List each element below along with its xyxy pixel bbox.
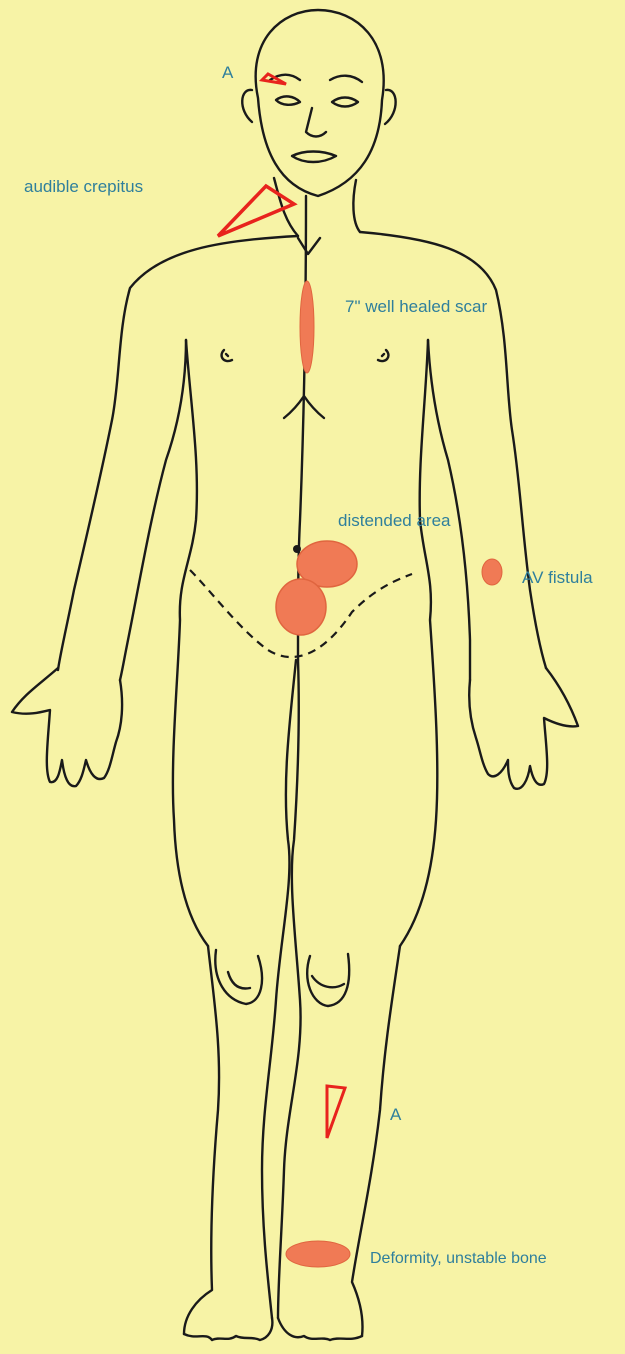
abdomen-label: distended area: [338, 512, 450, 529]
right-foot: [278, 1318, 362, 1340]
right-nipple: [378, 350, 388, 361]
right-inner-arm: [428, 340, 470, 680]
right-eye: [332, 98, 358, 107]
head-marker-label: A: [222, 64, 233, 81]
left-shoulder-arm: [58, 236, 298, 670]
left-inner-arm: [120, 340, 186, 680]
shin-marker-label: A: [390, 1106, 401, 1123]
left-foot: [184, 1318, 272, 1340]
left-eye: [276, 96, 300, 104]
chest-scar-mark: [300, 281, 314, 373]
clavicle-v: [298, 238, 320, 254]
right-leg-inner: [278, 660, 301, 1318]
left-nipple: [222, 350, 232, 361]
left-knee: [215, 950, 262, 1004]
torso-left: [173, 340, 208, 946]
body-outline: [12, 10, 578, 1340]
shin-triangle-marker: [327, 1086, 345, 1138]
left-hand: [12, 668, 122, 786]
neck-right: [353, 180, 360, 232]
left-leg-inner: [262, 660, 296, 1318]
right-eyebrow: [330, 76, 362, 82]
arm-label: AV fistula: [522, 569, 593, 586]
left-leg-outer: [184, 946, 219, 1334]
right-leg-outer: [352, 946, 400, 1336]
distended-area-lower: [276, 579, 326, 635]
right-hand: [469, 668, 578, 789]
right-knee: [307, 954, 349, 1006]
neck-label: audible crepitus: [24, 178, 143, 195]
ankle-label: Deformity, unstable bone: [370, 1251, 547, 1267]
left-ear: [242, 90, 252, 122]
chest-scar-label: 7" well healed scar: [345, 298, 487, 315]
mouth: [292, 152, 336, 163]
right-ear: [385, 90, 396, 124]
head-outline: [256, 10, 384, 196]
av-fistula-mark: [482, 559, 502, 585]
navel-dot: [293, 545, 301, 553]
nose: [306, 108, 326, 137]
torso-right: [400, 340, 437, 946]
ankle-deformity-mark: [286, 1241, 350, 1267]
